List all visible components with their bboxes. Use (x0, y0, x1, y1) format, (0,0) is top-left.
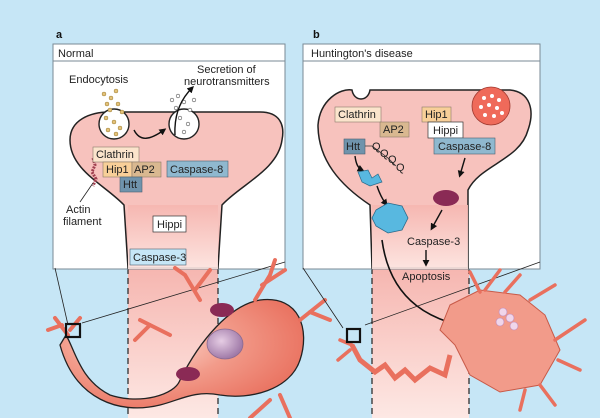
svg-text:Hip1: Hip1 (106, 164, 129, 176)
svg-text:Hippi: Hippi (433, 125, 458, 137)
zoom-region-marker-b (345, 327, 362, 344)
healthy-neuron (46, 258, 332, 418)
neurotransmitter-particles (169, 93, 197, 135)
panel-a: a Normal Endocytosis Secretion of neurot… (46, 29, 332, 418)
apoptosis-label: Apoptosis (402, 271, 451, 283)
svg-text:Htt: Htt (123, 179, 137, 191)
mitochondrion (433, 190, 459, 206)
synaptic-terminal-b (317, 89, 532, 269)
polyq-residue: Q (380, 148, 389, 160)
htt-box-a (119, 176, 143, 193)
panel-b-title: Huntington's disease (311, 48, 413, 60)
panel-b: b Huntington's disease Clathrin AP2 Hip1… (302, 29, 587, 418)
mitochondrion (210, 303, 234, 317)
endocytosis-particles (101, 88, 125, 137)
caspase3-label-b: Caspase-3 (407, 236, 460, 248)
secretion-arrow (174, 86, 194, 136)
ap2-box-b (379, 121, 410, 138)
degenerating-neuron (336, 268, 587, 412)
caspase8-box-a (166, 160, 229, 178)
svg-text:Hippi: Hippi (157, 219, 182, 231)
ap2-box-a (131, 161, 162, 178)
svg-text:Htt: Htt (346, 141, 360, 153)
actin-label-line1: Actin (66, 204, 90, 216)
actin-label-line2: filament (63, 216, 102, 228)
mitochondrion (176, 367, 200, 381)
svg-text:Caspase-3: Caspase-3 (133, 252, 186, 264)
svg-text:Caspase-8: Caspase-8 (438, 141, 491, 153)
htt-fragment (357, 169, 383, 187)
hippi-box-a (152, 215, 187, 233)
panel-a-title: Normal (58, 48, 93, 60)
polyq-residue: Q (388, 154, 397, 166)
nucleus (206, 328, 244, 360)
secretion-label-line1: Secretion of (197, 64, 257, 76)
polyq-residue: Q (396, 162, 405, 174)
polyq-residue: Q (372, 141, 381, 153)
secretion-label-line2: neurotransmitters (184, 76, 270, 88)
secretory-vesicle (168, 108, 200, 140)
caspase3-box-a (129, 248, 187, 266)
svg-text:AP2: AP2 (134, 164, 155, 176)
svg-text:Clathrin: Clathrin (96, 149, 134, 161)
panel-b-letter: b (313, 29, 320, 41)
caspase8-box-b (433, 137, 496, 155)
clathrin-box-b (334, 106, 382, 123)
panel-a-letter: a (56, 29, 63, 41)
htt-aggregate (371, 202, 409, 234)
svg-text:AP2: AP2 (383, 124, 404, 136)
zoom-region-marker-a (64, 322, 82, 339)
svg-text:Clathrin: Clathrin (338, 109, 376, 121)
vesicle-transfer-arrow (133, 128, 167, 139)
svg-text:Hip1: Hip1 (425, 109, 448, 121)
endocytosis-label: Endocytosis (69, 74, 129, 86)
accumulated-vesicle (471, 86, 511, 126)
svg-text:Caspase-8: Caspase-8 (170, 164, 223, 176)
actin-filament (90, 157, 98, 187)
htt-box-b (343, 138, 366, 155)
